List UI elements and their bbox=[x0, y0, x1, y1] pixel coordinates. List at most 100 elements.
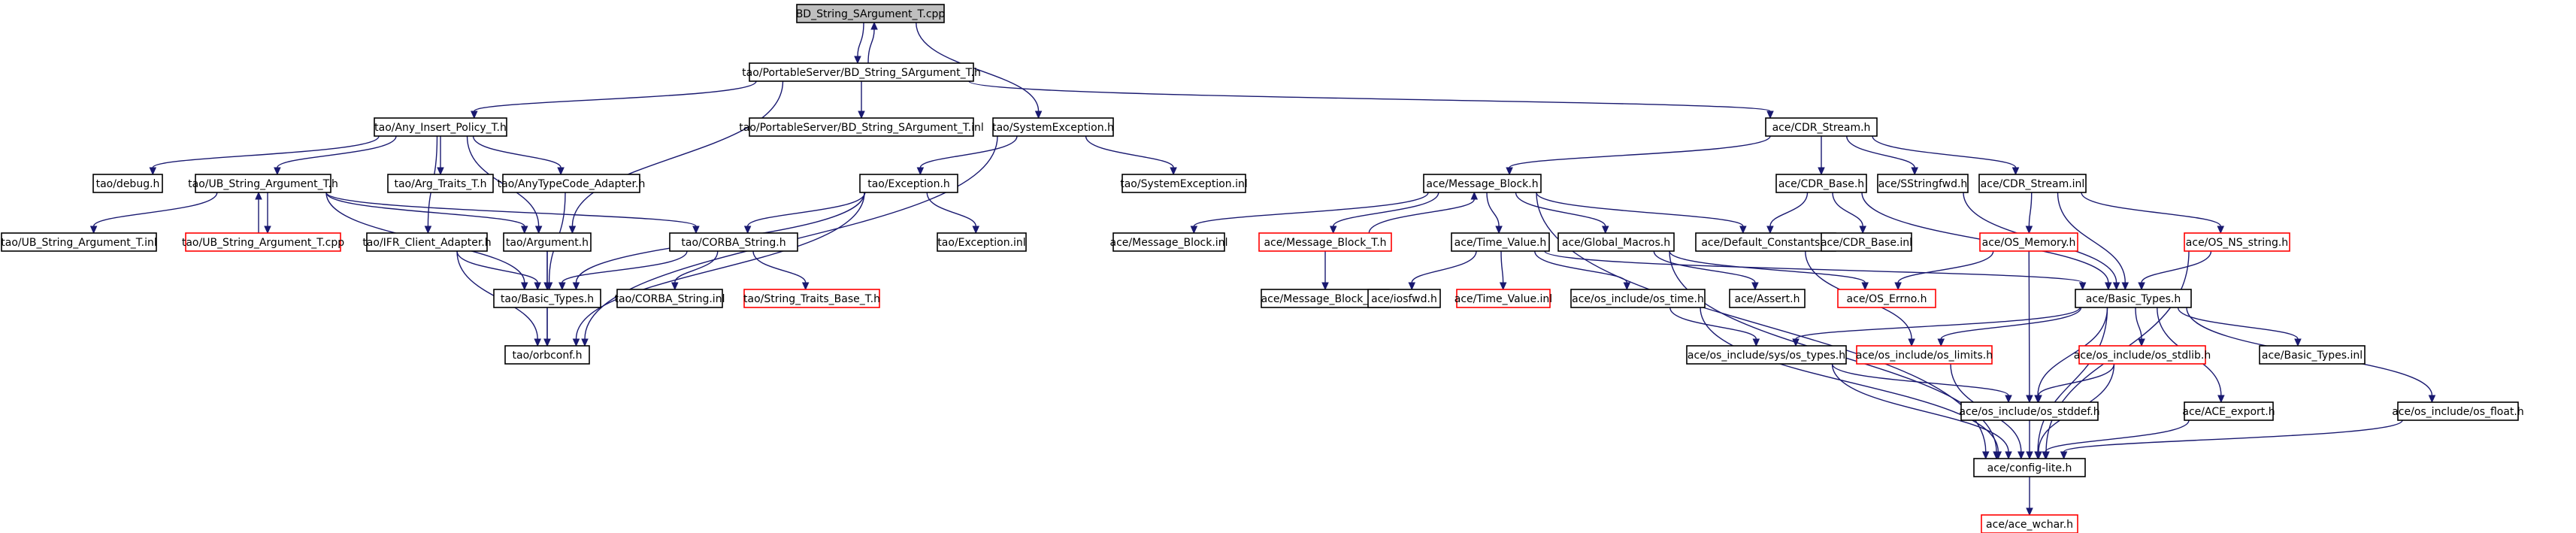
node-tao-debug-h[interactable]: tao/debug.h bbox=[92, 174, 163, 193]
node-ace-global-macros-h[interactable]: ace/Global_Macros.h bbox=[1557, 232, 1675, 252]
node-tao-arg-traits-t-h[interactable]: tao/Arg_Traits_T.h bbox=[387, 174, 494, 193]
node-box bbox=[185, 232, 341, 252]
edge-arrowhead bbox=[2112, 282, 2120, 291]
node-ace-iosfwd-h[interactable]: ace/iosfwd.h bbox=[1367, 289, 1441, 308]
node-ace-os-include-os-stddef-h[interactable]: ace/os_include/os_stddef.h bbox=[1959, 401, 2100, 421]
node-tao-ub-string-argument-t-inl[interactable]: tao/UB_String_Argument_T.inl bbox=[1, 232, 157, 252]
node-label: ace/Message_Block_T.h bbox=[1264, 237, 1386, 249]
edge-ace-os-include-os-stddef-h-to-ace-config-lite-h bbox=[2026, 419, 2033, 460]
node-ace-assert-h[interactable]: ace/Assert.h bbox=[1729, 289, 1806, 308]
edge-ace-cdr-stream-h-to-ace-cdr-stream-inl bbox=[1872, 135, 2020, 176]
node-ace-cdr-stream-h[interactable]: ace/CDR_Stream.h bbox=[1765, 117, 1878, 137]
node-tao-ub-string-argument-t-cpp[interactable]: tao/UB_String_Argument_T.cpp bbox=[182, 232, 344, 252]
node-ace-ace-wchar-h[interactable]: ace/ace_wchar.h bbox=[1981, 514, 2078, 533]
edge-line bbox=[968, 80, 1771, 112]
node-ace-basic-types-inl[interactable]: ace/Basic_Types.inl bbox=[2259, 345, 2366, 365]
node-label: tao/Exception.h bbox=[867, 178, 950, 190]
node-tao-exception-inl[interactable]: tao/Exception.inl bbox=[937, 232, 1027, 252]
edge-arrowhead bbox=[534, 282, 541, 291]
edge-tao-portableserver-bd-string-sargument-t-h-to-tao-portableserver-bd-string-sargument-t-inl bbox=[858, 80, 865, 120]
edge-ace-time-value-h-to-ace-basic-types-h bbox=[1544, 250, 2087, 291]
node-box bbox=[749, 117, 974, 137]
edge-line bbox=[571, 80, 784, 227]
node-tao-systemexception-inl[interactable]: tao/SystemException.inl bbox=[1120, 174, 1248, 193]
node-ace-message-block-h[interactable]: ace/Message_Block.h bbox=[1423, 174, 1542, 193]
node-tao-corba-string-inl[interactable]: tao/CORBA_String.inl bbox=[615, 289, 725, 308]
node-tao-basic-types-h[interactable]: tao/Basic_Types.h bbox=[493, 289, 601, 308]
node-ace-os-include-os-limits-h[interactable]: ace/os_include/os_limits.h bbox=[1856, 345, 1993, 365]
node-ace-os-errno-h[interactable]: ace/OS_Errno.h bbox=[1837, 289, 1936, 308]
node-ace-sstringfwd-h[interactable]: ace/SStringfwd.h bbox=[1877, 174, 1969, 193]
node-tao-any-insert-policy-t-h[interactable]: tao/Any_Insert_Policy_T.h bbox=[374, 117, 507, 137]
edge-line bbox=[1193, 192, 1429, 227]
node-tao-string-traits-base-t-h[interactable]: tao/String_Traits_Base_T.h bbox=[743, 289, 880, 308]
node-tao-orbconf-h[interactable]: tao/orbconf.h bbox=[504, 345, 590, 365]
node-box bbox=[992, 117, 1114, 137]
node-tao-corba-string-h[interactable]: tao/CORBA_String.h bbox=[669, 232, 798, 252]
node-label: ace/Basic_Types.h bbox=[2086, 293, 2181, 305]
edge-tao-ub-string-argument-t-cpp-to-tao-ub-string-argument-t-h bbox=[255, 191, 262, 234]
node-box bbox=[1258, 232, 1392, 252]
edge-line bbox=[1333, 192, 1439, 227]
node-ace-os-include-os-time-h[interactable]: ace/os_include/os_time.h bbox=[1570, 289, 1706, 308]
edge-tao-exception-h-to-tao-orbconf-h bbox=[572, 192, 865, 347]
node-ace-cdr-base-h[interactable]: ace/CDR_Base.h bbox=[1775, 174, 1867, 193]
edge-arrowhead bbox=[1495, 226, 1503, 235]
node-ace-basic-types-h[interactable]: ace/Basic_Types.h bbox=[2075, 289, 2192, 308]
edge-line bbox=[1534, 250, 1628, 283]
edge-arrowhead bbox=[1034, 111, 1043, 120]
edge-tao-ub-string-argument-t-h-to-tao-corba-string-h bbox=[325, 192, 700, 235]
node-ace-os-include-sys-os-types-h[interactable]: ace/os_include/sys/os_types.h bbox=[1686, 345, 1847, 365]
node-label: tao/Exception.inl bbox=[937, 237, 1025, 249]
edge-ace-basic-types-h-to-ace-os-include-sys-os-types-h bbox=[1792, 307, 2081, 347]
node-tao-anytypecode-adapter-h[interactable]: tao/AnyTypeCode_Adapter.h bbox=[498, 174, 646, 193]
edge-ace-message-block-h-to-ace-global-macros-h bbox=[1515, 192, 1609, 235]
edge-ace-cdr-stream-h-to-ace-cdr-base-h bbox=[1818, 136, 1825, 176]
node-box bbox=[195, 174, 331, 193]
node-ace-message-block-inl[interactable]: ace/Message_Block.inl bbox=[1110, 232, 1228, 252]
node-ace-message-block-t-h[interactable]: ace/Message_Block_T.h bbox=[1258, 232, 1392, 252]
edge-arrowhead bbox=[255, 191, 262, 200]
edge-arrowhead bbox=[543, 338, 551, 347]
edge-arrowhead bbox=[916, 167, 925, 176]
node-ace-cdr-base-inl[interactable]: ace/CDR_Base.inl bbox=[1821, 232, 1912, 252]
edge-arrowhead bbox=[2005, 395, 2012, 404]
node-bd-string-sargument-t-cpp[interactable]: BD_String_SArgument_T.cpp bbox=[796, 4, 946, 23]
node-tao-argument-h[interactable]: tao/Argument.h bbox=[503, 232, 592, 252]
node-ace-os-include-os-float-h[interactable]: ace/os_include/os_float.h bbox=[2392, 401, 2524, 421]
node-tao-ifr-client-adapter-h[interactable]: tao/IFR_Client_Adapter.h bbox=[362, 232, 492, 252]
edge-arrowhead bbox=[149, 167, 157, 176]
node-ace-os-ns-string-h[interactable]: ace/OS_NS_string.h bbox=[2184, 232, 2290, 252]
node-tao-ub-string-argument-t-h[interactable]: tao/UB_String_Argument_T.h bbox=[188, 174, 338, 193]
node-ace-cdr-stream-inl[interactable]: ace/CDR_Stream.inl bbox=[1978, 174, 2087, 193]
node-box bbox=[743, 289, 880, 308]
edge-ace-time-value-h-to-ace-time-value-inl bbox=[1499, 250, 1507, 291]
edge-arrowhead bbox=[424, 226, 432, 235]
edge-line bbox=[325, 192, 525, 227]
node-tao-portableserver-bd-string-sargument-t-inl[interactable]: tao/PortableServer/BD_String_SArgument_T… bbox=[739, 117, 984, 137]
node-ace-os-include-os-stdlib-h[interactable]: ace/os_include/os_stdlib.h bbox=[2074, 345, 2211, 365]
edge-arrowhead bbox=[89, 226, 98, 235]
edge-line bbox=[1669, 250, 1866, 283]
edge-tao-any-insert-policy-t-h-to-tao-arg-traits-t-h bbox=[437, 135, 444, 176]
node-box bbox=[1729, 289, 1806, 308]
node-label: ace/Default_Constants.h bbox=[1701, 237, 1830, 249]
node-ace-time-value-inl[interactable]: ace/Time_Value.inl bbox=[1454, 289, 1552, 308]
edge-arrowhead bbox=[471, 111, 478, 120]
node-ace-os-memory-h[interactable]: ace/OS_Memory.h bbox=[1979, 232, 2078, 252]
node-ace-time-value-h[interactable]: ace/Time_Value.h bbox=[1451, 232, 1550, 252]
node-box bbox=[2397, 401, 2519, 421]
edge-line bbox=[2063, 419, 2403, 453]
node-ace-default-constants-h[interactable]: ace/Default_Constants.h bbox=[1695, 232, 1836, 252]
node-box bbox=[1837, 289, 1936, 308]
node-ace-ace-export-h[interactable]: ace/ACE_export.h bbox=[2182, 401, 2275, 421]
node-tao-portableserver-bd-string-sargument-t-h[interactable]: tao/PortableServer/BD_String_SArgument_T… bbox=[742, 62, 981, 82]
node-tao-systemexception-h[interactable]: tao/SystemException.h bbox=[992, 117, 1114, 137]
node-ace-config-lite-h[interactable]: ace/config-lite.h bbox=[1973, 458, 2086, 477]
edge-arrowhead bbox=[1470, 191, 1479, 200]
node-tao-exception-h[interactable]: tao/Exception.h bbox=[859, 174, 958, 193]
edge-ace-config-lite-h-to-ace-ace-wchar-h bbox=[2026, 476, 2033, 516]
node-box bbox=[1978, 174, 2087, 193]
edge-ace-os-memory-h-to-ace-os-include-os-stddef-h bbox=[2026, 250, 2033, 404]
edge-tao-systemexception-h-to-tao-exception-h bbox=[916, 135, 1018, 176]
